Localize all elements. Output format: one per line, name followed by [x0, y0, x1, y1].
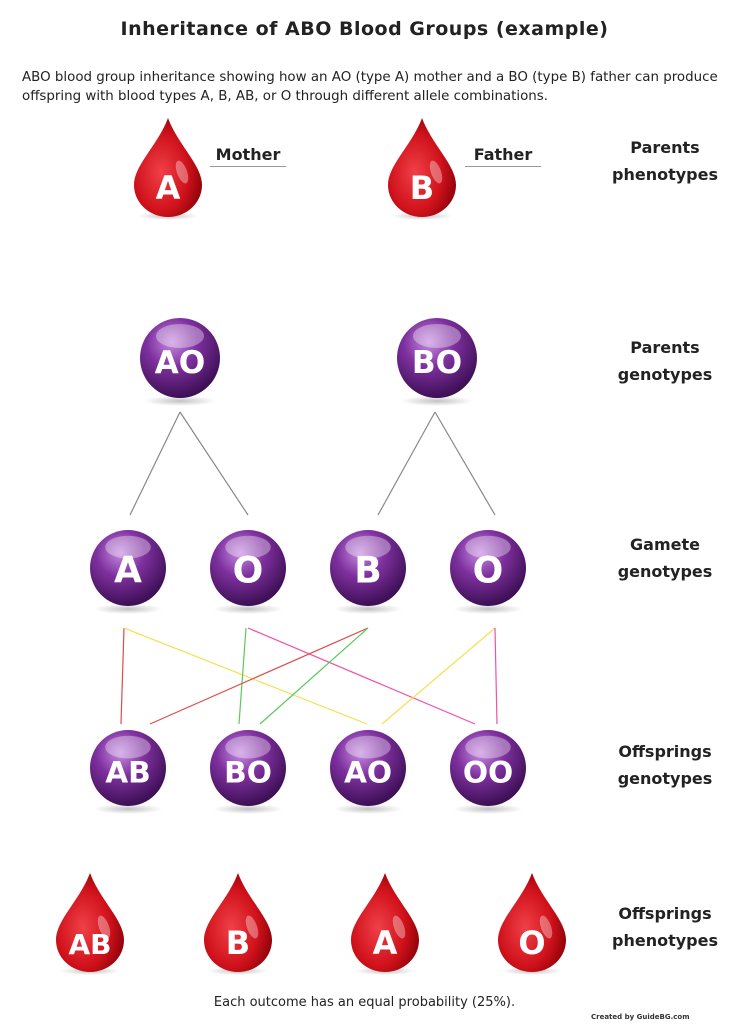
sphere-icon — [450, 530, 526, 606]
description: ABO blood group inheritance showing how … — [22, 70, 718, 104]
father-genotype-sphere: BO — [397, 318, 477, 406]
connector-line — [494, 627, 498, 725]
gamete-sphere: B — [330, 530, 406, 614]
genotype-label: OO — [463, 754, 513, 789]
blood-drop-icon — [498, 873, 566, 972]
sphere-icon — [330, 530, 406, 606]
genotype-label: AO — [344, 754, 392, 789]
father-phenotype-drop: B — [388, 118, 456, 220]
row-label-offspring-phenotypes: Offsprings phenotypes — [600, 900, 729, 954]
row-label-parents-phenotypes: Parents phenotypes — [600, 134, 729, 188]
offspring-phenotype-drop: A — [351, 873, 419, 975]
genotype-label: BO — [224, 754, 272, 789]
genotype-label: B — [354, 549, 382, 591]
row-label-line: Gamete — [630, 535, 700, 554]
offspring-genotype-sphere: AB — [90, 730, 166, 814]
row-label-gamete-genotypes: Gamete genotypes — [600, 531, 729, 585]
page-title: Inheritance of ABO Blood Groups (example… — [120, 18, 609, 40]
row-label-line: genotypes — [617, 562, 713, 581]
blood-type-label: B — [226, 924, 250, 962]
row-label-line: phenotypes — [612, 931, 718, 950]
row-label-line: Parents — [630, 338, 700, 357]
blood-type-label: A — [373, 924, 398, 962]
sphere-icon — [90, 530, 166, 606]
blood-drop-icon — [56, 873, 124, 972]
offspring-genotype-sphere: AO — [330, 730, 406, 814]
connector-line — [381, 627, 496, 725]
blood-type-label: B — [410, 169, 434, 207]
mother-genotype-sphere: AO — [140, 318, 220, 406]
connector-line — [179, 411, 249, 516]
sphere-icon — [330, 730, 406, 806]
blood-type-label: A — [156, 169, 181, 207]
connector-line — [434, 411, 496, 516]
gamete-sphere: O — [450, 530, 526, 614]
row-label-line: genotypes — [617, 365, 713, 384]
father-label: Father — [465, 145, 541, 167]
sphere-icon — [450, 730, 526, 806]
row-label-parents-genotypes: Parents genotypes — [600, 334, 729, 388]
footer-note: Each outcome has an equal probability (2… — [213, 995, 516, 1010]
blood-drop-icon — [388, 118, 456, 217]
row-label-line: Offsprings — [618, 904, 712, 923]
genotype-label: A — [114, 549, 142, 591]
connector-line — [149, 627, 369, 725]
gamete-sphere: O — [210, 530, 286, 614]
offspring-genotype-sphere: OO — [450, 730, 526, 814]
row-label-line: Offsprings — [618, 742, 712, 761]
blood-drop-icon — [351, 873, 419, 972]
connector-line — [123, 627, 368, 725]
genotype-label: AB — [105, 754, 151, 789]
connector-line — [247, 627, 476, 725]
genotype-label: AO — [155, 345, 206, 381]
row-label-line: phenotypes — [612, 165, 718, 184]
credit: Created by GuideBG.com — [591, 1013, 690, 1021]
blood-drop-icon — [204, 873, 272, 972]
connector-line — [377, 411, 436, 516]
row-label-line: Parents — [630, 138, 700, 157]
offspring-phenotype-drop: O — [498, 873, 566, 975]
genotype-label: BO — [412, 345, 462, 381]
blood-drop-icon — [134, 118, 202, 217]
offspring-phenotype-drop: AB — [56, 873, 124, 975]
sphere-icon — [210, 730, 286, 806]
mother-phenotype-drop: A — [134, 118, 202, 220]
offspring-phenotype-drop: B — [204, 873, 272, 975]
sphere-icon — [397, 318, 477, 398]
blood-type-label: O — [518, 924, 545, 962]
mother-label: Mother — [210, 145, 286, 167]
row-label-line: genotypes — [617, 769, 713, 788]
gamete-sphere: A — [90, 530, 166, 614]
sphere-icon — [140, 318, 220, 398]
row-label-offspring-genotypes: Offsprings genotypes — [600, 738, 729, 792]
genotype-label: O — [233, 549, 264, 591]
connector-line — [238, 627, 247, 725]
blood-type-label: AB — [68, 928, 111, 961]
connector-line — [129, 411, 181, 516]
connector-line — [120, 627, 125, 725]
genotype-label: O — [473, 549, 504, 591]
connector-line — [259, 627, 369, 725]
sphere-icon — [90, 730, 166, 806]
sphere-icon — [210, 530, 286, 606]
offspring-genotype-sphere: BO — [210, 730, 286, 814]
